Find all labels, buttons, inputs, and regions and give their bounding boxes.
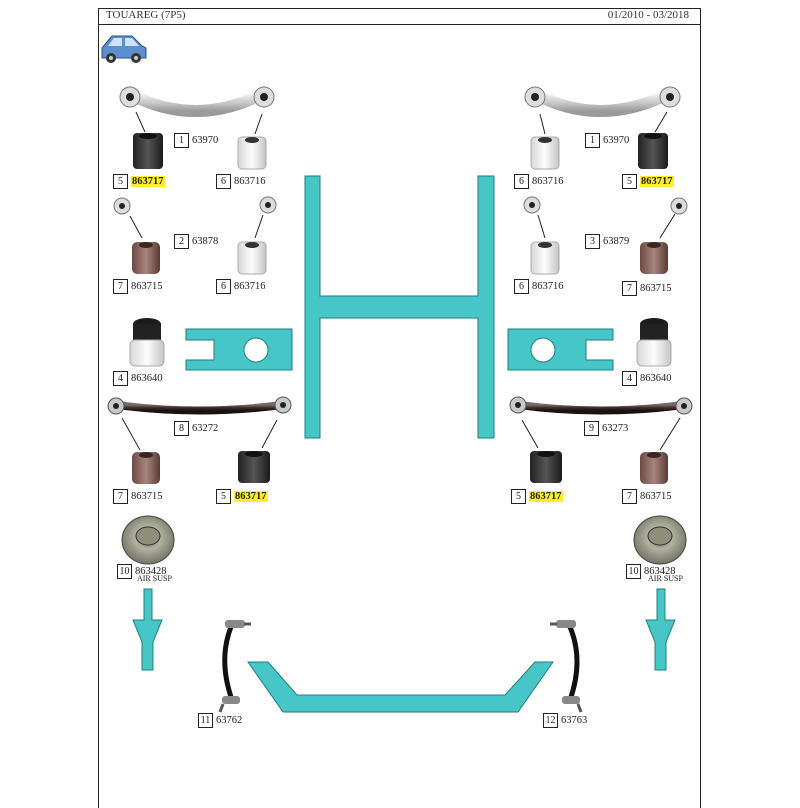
ref-number: 10 [117,563,132,579]
control-arm-63272-left [107,396,292,415]
ref-number: 7 [622,280,637,296]
ref-number: 2 [174,233,189,249]
ref-number: 7 [622,488,637,504]
ref-number: 6 [216,278,231,294]
part-number: 863715 [131,280,163,292]
part-number: 63272 [192,422,219,434]
part-number: 63879 [603,235,630,247]
part-number: 63273 [602,422,629,434]
part-number: 863716 [532,175,564,187]
stabilizer-link-63762 [218,620,251,713]
leader-lines [121,111,681,451]
bushing-863716 [237,136,560,275]
part-number: 863716 [234,175,266,187]
ref-number: 4 [622,370,637,386]
part-number: 63762 [216,714,243,726]
ref-number: 11 [198,712,213,728]
header-bar: TOUAREG (7P5) 01/2010 - 03/2018 [98,8,701,25]
part-number: 863715 [640,490,672,502]
ref-number: 5 [511,488,526,504]
part-number: 63763 [561,714,588,726]
part-number-highlight: 863717 [529,490,563,502]
part-number: 863640 [131,372,163,384]
stabilizer-link-63763 [550,620,583,713]
control-arm-63273-right [509,396,693,415]
part-number-highlight: 863717 [640,175,674,187]
bushing-863717 [133,133,668,483]
part-number: 863428 [644,565,676,577]
ref-number: 3 [585,233,600,249]
ref-number: 1 [174,132,189,148]
ref-number: 7 [113,278,128,294]
ref-number: 5 [216,488,231,504]
ref-number: 5 [113,173,128,189]
part-number: 863640 [640,372,672,384]
production-dates: 01/2010 - 03/2018 [607,9,689,21]
control-arm-63878-left [113,196,277,215]
ref-number: 1 [585,132,600,148]
ref-number: 8 [174,420,189,436]
part-number: 63878 [192,235,219,247]
part-number: 63970 [603,134,630,146]
ref-number: 9 [584,420,599,436]
down-arrow-icon-left [132,588,163,671]
part-number: 863716 [532,280,564,292]
ref-number: 12 [543,712,558,728]
vehicle-title: TOUAREG (7P5) [106,9,186,21]
rear-subframe [185,175,614,713]
bushing-863640 [129,318,672,367]
down-arrow-icon-right [645,588,676,671]
strut-mount-863428 [121,515,687,565]
car-icon [101,35,147,63]
part-number: 63970 [192,134,219,146]
ref-number: 7 [113,488,128,504]
control-arm-63970-left [119,86,275,117]
part-number-highlight: 863717 [131,175,165,187]
diagram-frame [98,8,701,808]
air-suspension-note-right: AIR SUSP [648,574,683,583]
ref-number: 6 [514,173,529,189]
bushing-863715 [132,242,668,484]
air-suspension-note-left: AIR SUSP [137,574,172,583]
part-number: 863715 [640,282,672,294]
ref-number: 6 [216,173,231,189]
ref-number: 10 [626,563,641,579]
ref-number: 5 [622,173,637,189]
part-number-highlight: 863717 [234,490,268,502]
part-number: 863428 [135,565,167,577]
control-arm-63879-right [523,196,688,215]
ref-number: 4 [113,370,128,386]
part-number: 863715 [131,490,163,502]
part-number: 863716 [234,280,266,292]
control-arm-63970-right [524,86,681,117]
ref-number: 6 [514,278,529,294]
